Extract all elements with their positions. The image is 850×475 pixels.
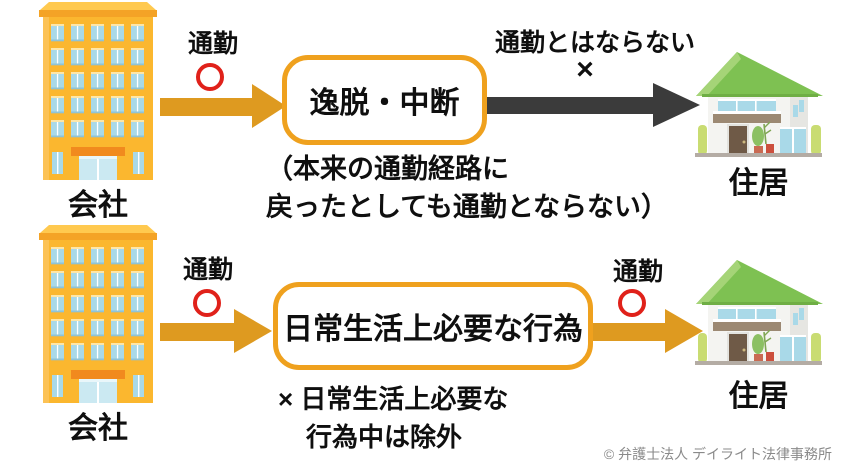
deviation-note-line2: 戻ったとしても通勤とならない） [266, 192, 669, 222]
house-label: 住居 [728, 380, 789, 413]
no-commute-arrow-icon [487, 83, 700, 127]
exclusion-note-line1: × 日常生活上必要な [278, 384, 509, 414]
not-commute-label: 通勤とはならない [494, 29, 695, 57]
daily-life-box-label: 日常生活上必要な行為 [283, 313, 583, 346]
daily-life-acts-box: 日常生活上必要な行為 [273, 282, 593, 370]
commute-arrow-icon [593, 309, 703, 353]
company-label: 会社 [68, 189, 128, 222]
commute-label-bottom-left: 通勤 [182, 256, 233, 284]
commute-arrow-icon [160, 84, 286, 128]
company-building-icon [35, 225, 161, 403]
commute-allowed-circle-icon [193, 289, 221, 317]
copyright-notice: © 弁護士法人 デイライト法律事務所 [603, 446, 832, 462]
deviation-interruption-box: 逸脱・中断 [282, 55, 487, 145]
exclusion-note: × 日常生活上必要な 行為中は除外 [278, 380, 508, 456]
commute-allowed-circle-icon [196, 63, 224, 91]
deviation-box-label: 逸脱・中断 [309, 87, 460, 120]
house-label: 住居 [728, 167, 789, 200]
commute-label-top: 通勤 [187, 30, 238, 58]
house-icon [692, 48, 825, 161]
deviation-note-line1: （本来の通勤経路に [266, 154, 509, 184]
commute-label-bottom-right: 通勤 [612, 258, 663, 286]
deviation-note: （本来の通勤経路に 戻ったとしても通勤とならない） [266, 150, 668, 226]
exclusion-note-line2: 行為中は除外 [306, 422, 463, 452]
house-icon [692, 256, 825, 369]
company-label: 会社 [68, 412, 128, 445]
commute-allowed-circle-icon [618, 289, 646, 317]
commute-arrow-icon [160, 309, 272, 353]
company-building-icon [35, 2, 161, 180]
not-commute-cross-mark: × [576, 53, 594, 86]
